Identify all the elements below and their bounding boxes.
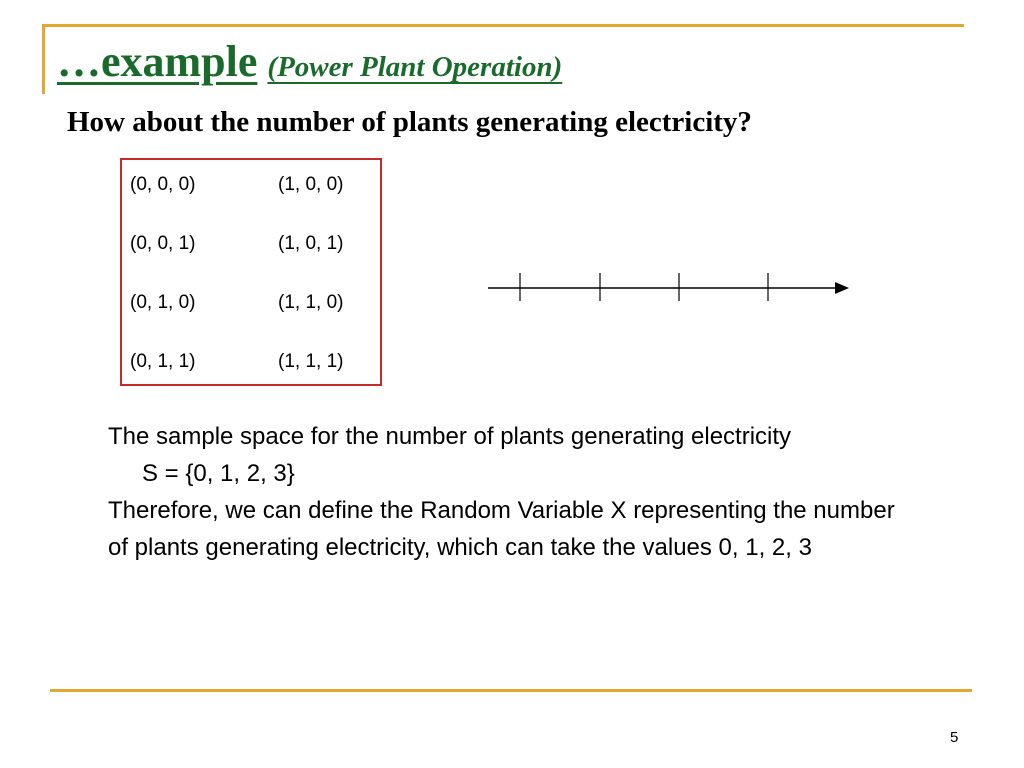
question-heading: How about the number of plants generatin… <box>67 106 752 138</box>
slide-title: …example (Power Plant Operation) <box>57 36 562 87</box>
outcome-item: (0, 0, 0) <box>130 174 196 195</box>
title-accent-line-vertical <box>42 24 45 94</box>
outcome-item: (0, 1, 0) <box>130 292 196 313</box>
outcome-item: (1, 1, 1) <box>278 351 344 372</box>
outcome-item: (0, 0, 1) <box>130 233 196 254</box>
page-number: 5 <box>950 729 959 746</box>
number-line <box>488 273 849 301</box>
body-text: The sample space for the number of plant… <box>108 418 908 566</box>
sample-space-description: The sample space for the number of plant… <box>108 423 792 450</box>
outcome-item: (1, 1, 0) <box>278 292 344 313</box>
title-accent-line-horizontal <box>42 24 964 27</box>
random-variable-description: Therefore, we can define the Random Vari… <box>108 497 895 561</box>
footer-accent-line <box>50 689 972 692</box>
outcomes-box: (0, 0, 0) (0, 0, 1) (0, 1, 0) (0, 1, 1) … <box>120 158 382 386</box>
outcome-item: (1, 0, 0) <box>278 174 344 195</box>
sample-space-set: S = {0, 1, 2, 3} <box>142 460 295 487</box>
title-main: …example <box>57 37 258 86</box>
title-subtitle: (Power Plant Operation) <box>267 51 563 83</box>
outcome-item: (0, 1, 1) <box>130 351 196 372</box>
arrow-head-icon <box>835 282 849 294</box>
outcome-item: (1, 0, 1) <box>278 233 344 254</box>
